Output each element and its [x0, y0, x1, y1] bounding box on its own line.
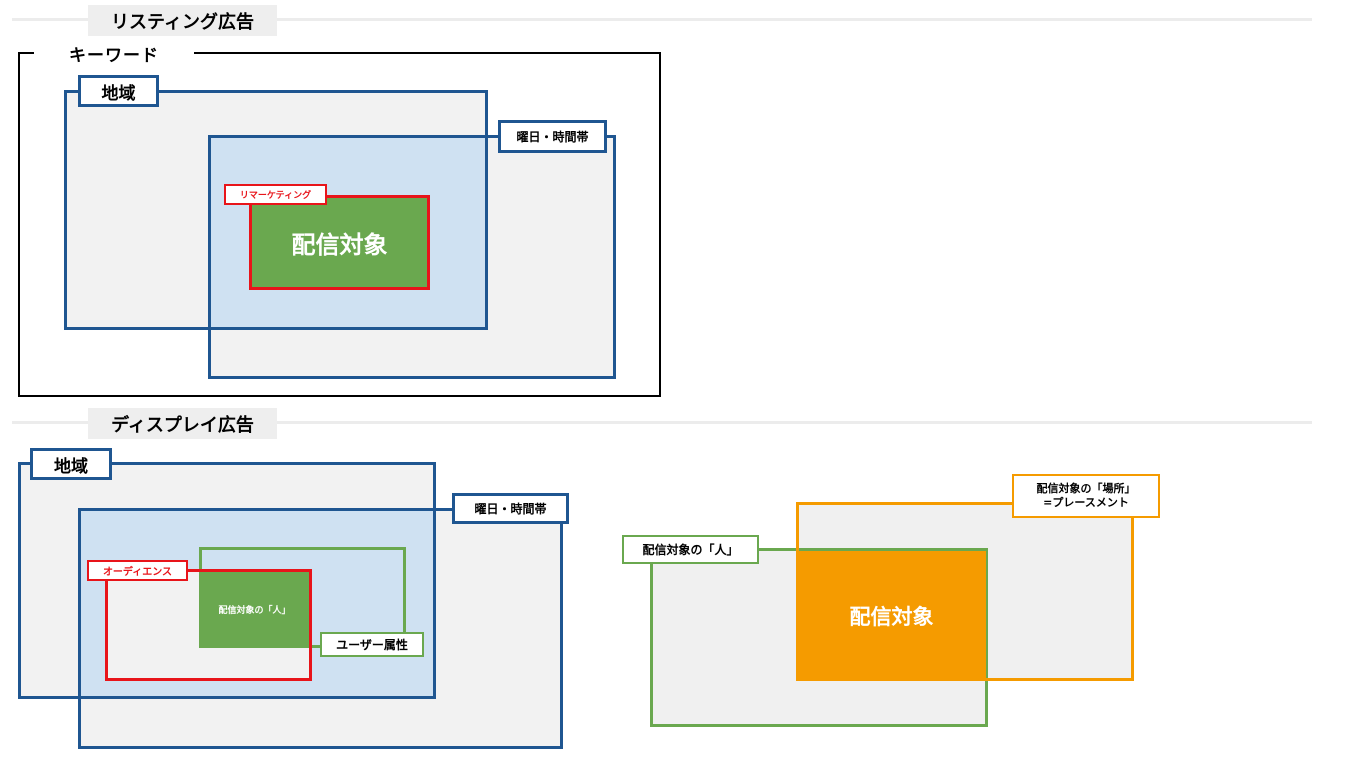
listing-daytime-label: 曜日・時間帯: [498, 120, 607, 153]
listing-region-label: 地域: [78, 75, 159, 107]
placement-label-line2: =プレースメント: [1043, 496, 1129, 509]
display-daytime-border: [78, 508, 563, 749]
display-region-border: [18, 462, 436, 699]
audience-border-overlay: [105, 569, 312, 681]
audience-label: オーディエンス: [87, 560, 188, 581]
display-daytime-label: 曜日・時間帯: [452, 493, 569, 524]
listing-daytime-border: [208, 135, 616, 379]
display-person-target-text: 配信対象の「人」: [218, 606, 291, 616]
placement-label-line1: 配信対象の「場所」: [1036, 482, 1136, 495]
keyword-label: キーワード: [34, 40, 194, 66]
person-label: 配信対象の「人」: [622, 535, 759, 564]
listing-section-divider: [12, 18, 1312, 21]
display-section-title: ディスプレイ広告: [88, 408, 277, 439]
listing-section-title: リスティング広告: [88, 5, 277, 36]
listing-target-box: 配信対象: [249, 195, 430, 290]
display-section-divider: [12, 421, 1312, 424]
user-attribute-label: ユーザー属性: [320, 632, 424, 657]
display-right-target-text: 配信対象: [849, 604, 934, 629]
placement-label: 配信対象の「場所」 =プレースメント: [1012, 474, 1160, 518]
remarketing-label: リマーケティング: [224, 184, 327, 205]
display-right-target: 配信対象: [797, 551, 986, 680]
display-person-target: 配信対象の「人」: [200, 572, 309, 647]
listing-region-border: [64, 90, 488, 330]
display-region-label: 地域: [30, 448, 112, 480]
listing-target-text: 配信対象: [291, 231, 388, 259]
